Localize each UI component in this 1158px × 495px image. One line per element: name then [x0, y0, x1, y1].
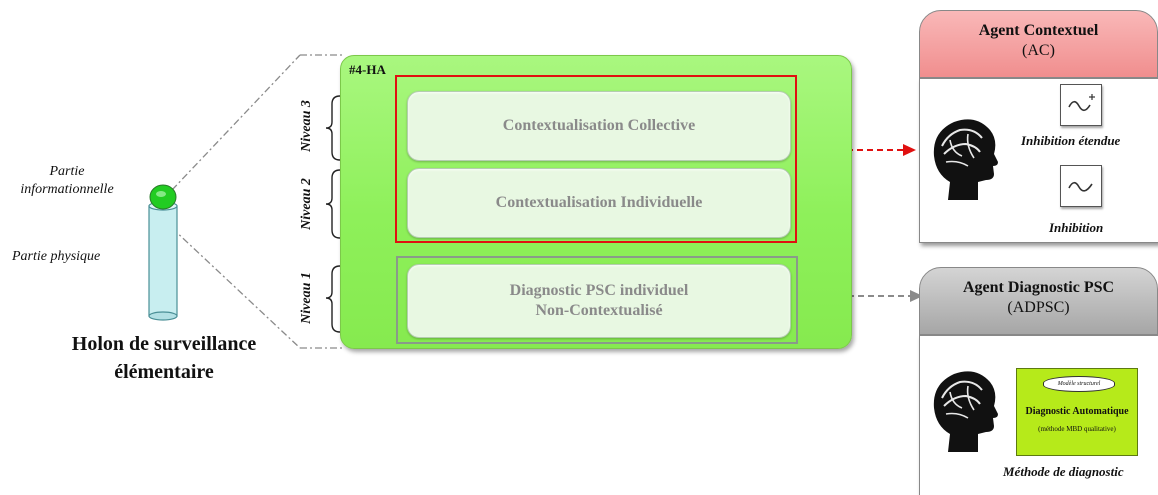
- arrow-head-ac: [903, 144, 916, 156]
- inhibition-label: Inhibition: [1049, 220, 1104, 235]
- individual-diagnostic-box: Diagnostic PSC individuel Non-Contextual…: [407, 264, 791, 338]
- diagnostic-frame: [396, 256, 798, 344]
- holon-title-line2: élémentaire: [114, 361, 214, 383]
- agent-diagnostic-header: Agent Diagnostic PSC (ADPSC): [919, 267, 1158, 335]
- level-3-label: Niveau 3: [299, 100, 314, 152]
- agent-contextuel-title: Agent Contextuel: [978, 22, 1099, 39]
- agent-diagnostic-title: Agent Diagnostic PSC: [962, 279, 1115, 296]
- agent-diagnostic-abbr: (ADPSC): [1007, 299, 1070, 316]
- inhibition-symbol: [1060, 165, 1102, 207]
- extended-inhibition-icon: [1068, 94, 1095, 112]
- automatic-diagnostic-title: Diagnostic Automatique: [1025, 406, 1129, 417]
- zoom-line-bottom: [171, 227, 301, 349]
- label-physical-part: Partie physique: [12, 249, 101, 264]
- diagnostic-method-label: Méthode de diagnostic: [1003, 464, 1124, 479]
- zoom-line-top: [171, 54, 301, 191]
- agent-contextuel-header: Agent Contextuel (AC): [919, 10, 1158, 78]
- arrow-head-adpsc: [910, 290, 923, 302]
- brain-head-icon: [933, 119, 998, 200]
- individual-diagnostic-line2: Non-Contextualisé: [535, 302, 663, 319]
- label-informational-part: Partie informationnelle: [20, 164, 114, 197]
- individual-contextualisation-label: Contextualisation Individuelle: [495, 194, 703, 211]
- inhibition-icon: [1068, 181, 1093, 192]
- level-1-label: Niveau 1: [299, 272, 314, 324]
- holon-title-line1: Holon de surveillance: [71, 333, 257, 355]
- contextualisation-frame: [395, 75, 797, 243]
- extended-inhibition-label: Inhibition étendue: [1021, 133, 1121, 148]
- agent-contextuel-abbr: (AC): [1022, 42, 1055, 59]
- level-2-label: Niveau 2: [299, 178, 314, 230]
- holon-cylinder: [148, 184, 178, 321]
- automatic-diagnostic-box: Modèle structurel Diagnostic Automatique…: [1016, 368, 1138, 456]
- level-brackets: [325, 95, 341, 333]
- automatic-diagnostic-subtitle: (méthode MBD qualitative): [1038, 425, 1116, 433]
- individual-contextualisation-box: Contextualisation Individuelle: [407, 168, 791, 238]
- brain-head-icon-diagnostic: [933, 371, 998, 452]
- collective-contextualisation-box: Contextualisation Collective: [407, 91, 791, 161]
- individual-diagnostic-line1: Diagnostic PSC individuel: [509, 282, 689, 299]
- holon-title: Holon de surveillance élémentaire: [44, 330, 284, 386]
- collective-contextualisation-label: Contextualisation Collective: [502, 117, 696, 134]
- extended-inhibition-symbol: [1060, 84, 1102, 126]
- ha-label: #4-HA: [349, 62, 386, 77]
- informational-part-disc: [149, 184, 177, 210]
- structural-model-cylinder: Modèle structurel: [1043, 376, 1115, 392]
